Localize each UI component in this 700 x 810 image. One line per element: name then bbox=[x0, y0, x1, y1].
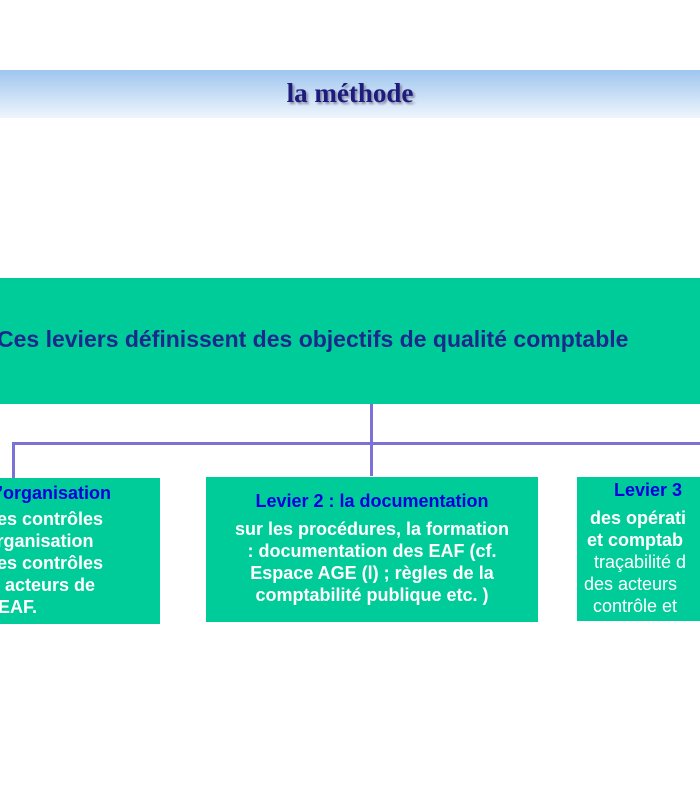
lever-1-line: et des contrôles bbox=[0, 509, 104, 529]
lever-3-title: Levier 3 bbox=[614, 480, 683, 500]
connector-horizontal bbox=[12, 442, 700, 445]
lever-3-line: des opérati bbox=[590, 508, 687, 528]
lever-1-line: et organisation bbox=[0, 531, 94, 551]
lever-2-box: Levier 2 : la documentation sur les proc… bbox=[206, 477, 538, 622]
connector-1 bbox=[12, 442, 15, 478]
lever-2-line: comptabilité publique etc. ) bbox=[255, 585, 489, 605]
lever-2-line: Espace AGE (l) ; règles de la bbox=[250, 563, 494, 583]
lever-2-title: Levier 2 : la documentation bbox=[255, 491, 489, 511]
lever-3-line: contrôle et bbox=[593, 596, 678, 616]
lever-3-line: traçabilité d bbox=[594, 552, 687, 572]
title-banner bbox=[0, 70, 700, 118]
slide-title: la méthode bbox=[286, 78, 414, 108]
main-box: Ces leviers définissent des objectifs de… bbox=[0, 278, 700, 404]
lever-1-line: et des contrôles bbox=[0, 553, 104, 573]
lever-3-line: et comptab bbox=[587, 530, 684, 550]
lever-2-line: : documentation des EAF (cf. bbox=[247, 541, 497, 561]
connector-trunk bbox=[370, 404, 373, 444]
lever-3-box: Levier 3 des opérati et comptab traçabil… bbox=[577, 477, 700, 621]
lever-1-line: EAF. bbox=[0, 597, 38, 617]
lever-2-line: sur les procédures, la formation bbox=[234, 519, 510, 539]
lever-1-line: r les acteurs de bbox=[0, 575, 96, 595]
main-box-text: Ces leviers définissent des objectifs de… bbox=[0, 326, 629, 352]
lever-3-line: des acteurs bbox=[584, 574, 678, 594]
connector-2 bbox=[370, 442, 373, 476]
lever-1-title: Levier 1 : l’organisation bbox=[0, 483, 112, 503]
lever-1-box: Levier 1 : l’organisation et des contrôl… bbox=[0, 478, 160, 624]
